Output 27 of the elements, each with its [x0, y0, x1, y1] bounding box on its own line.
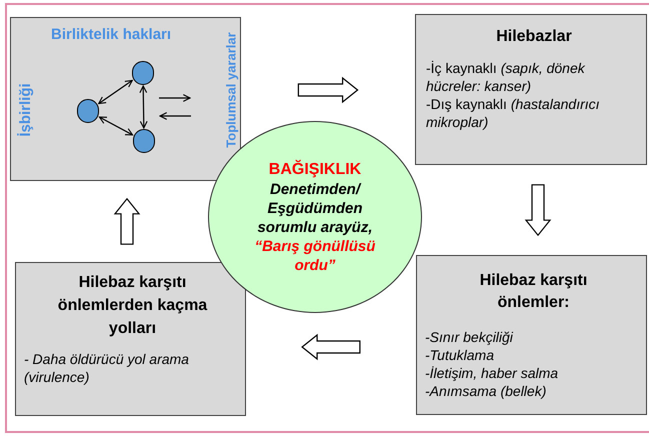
- block-arrow: [301, 334, 360, 360]
- block-arrow: [524, 184, 552, 236]
- list-item: - Daha öldürücü yol arama (virulence): [24, 350, 190, 386]
- heading: Hilebazlar: [495, 27, 573, 47]
- list-item: -Dış kaynaklı (hastalandırıcı mikroplar): [426, 95, 601, 131]
- process-box: [415, 14, 647, 165]
- double-arrow: [139, 85, 148, 129]
- heading: Hilebaz karşıtı önlemler:: [478, 271, 588, 313]
- list-item: -İç kaynaklı (sapık, dönek hücreler: kanser): [426, 59, 586, 95]
- side-label: İşbirliği: [16, 83, 35, 137]
- list-item: -İletişim, haber salma: [425, 364, 560, 382]
- description-text: Denetimden/ Eşgüdümden sorumlu arayüz,: [256, 180, 374, 236]
- title-text: BAĞIŞIKLIK: [268, 160, 362, 180]
- double-arrow: [98, 80, 133, 104]
- block-arrow: [298, 76, 359, 104]
- double-arrow: [98, 116, 134, 136]
- process-box: [10, 17, 241, 181]
- process-box: [15, 262, 246, 416]
- process-box: [416, 255, 647, 415]
- side-label: Toplumsal yararlar: [222, 32, 240, 148]
- heading: Birliktelik hakları: [51, 25, 172, 45]
- list-item: -Tutuklama: [425, 346, 495, 364]
- slogan-text: “Barış gönüllüsü ordu”: [254, 236, 376, 274]
- block-arrow: [114, 198, 140, 245]
- heading: Hilebaz karşıtı önlemlerden kaçma yolları: [56, 273, 208, 339]
- list-item: -Sınır bekçiliği: [425, 328, 514, 346]
- list-item: -Anımsama (bellek): [425, 382, 548, 400]
